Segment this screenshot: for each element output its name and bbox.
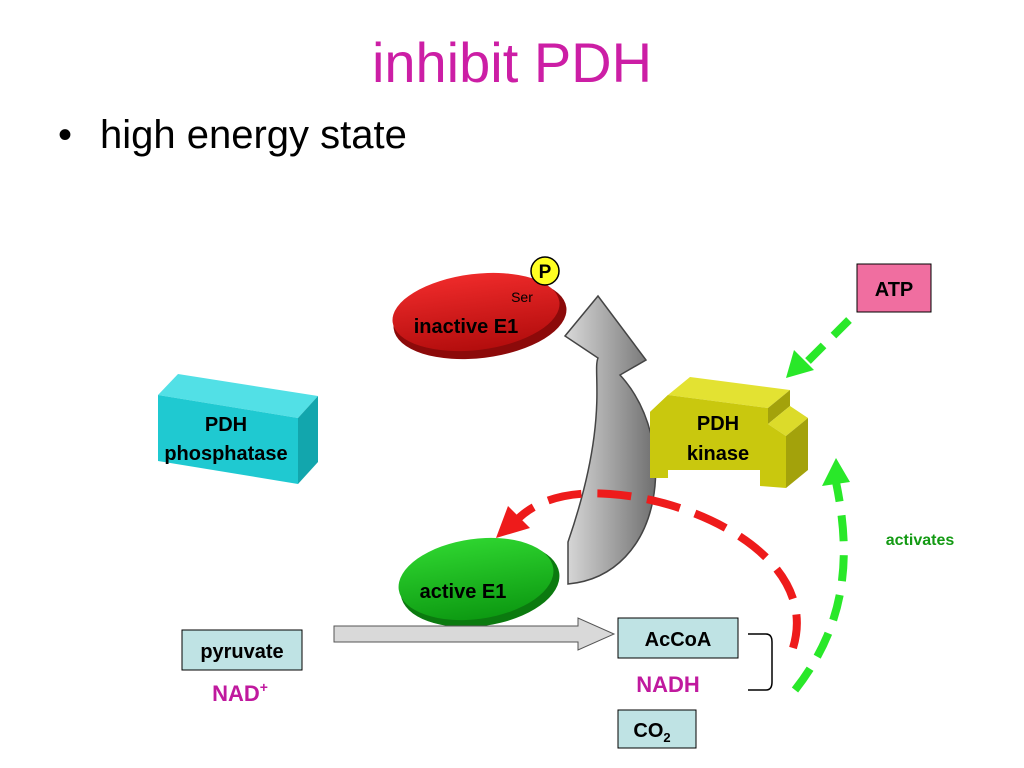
bullet-text: high energy state [100,113,407,157]
atp-arrowhead [786,350,814,378]
atp-label: ATP [875,279,914,301]
accoa-box: AcCoA [617,617,739,659]
ser-label: Ser [511,289,533,305]
bullet-point: • high energy state [58,110,407,160]
pyruvate-box: pyruvate [181,629,303,671]
grouping-bracket [748,633,773,691]
accoa-label: AcCoA [645,629,712,651]
pyruvate-label: pyruvate [200,641,283,663]
pdh-phosphatase: PDH phosphatase [158,374,318,484]
phosphate-label: P [539,262,552,283]
pdh-kinase-label-2: kinase [687,443,749,465]
reaction-arrow [333,617,616,651]
accoa-arrowhead [822,458,850,486]
red-dashed-arrow [512,489,801,650]
red-arrowhead [496,506,530,538]
nadh-label: NADH [636,672,700,697]
phosphate-circle [530,256,560,286]
pdh-kinase: PDH kinase [650,377,808,488]
active-e1-label: active E1 [420,581,507,603]
co2-subscript: 2 [663,730,670,745]
conversion-arrow [563,294,657,585]
pdh-phosphatase-label-2: phosphatase [164,443,287,465]
slide-title: inhibit PDH [371,31,653,94]
co2-text: CO [633,720,663,742]
inactive-e1: inactive E1 Ser P [392,256,567,360]
bullet-marker: • [58,113,73,157]
pdh-phosphatase-label-1: PDH [205,414,247,436]
nad-text: NAD [212,681,260,706]
inactive-e1-label: inactive E1 [414,316,519,338]
pdh-kinase-label-1: PDH [697,413,739,435]
nad-superscript: + [260,679,268,695]
atp-activation-arrow [802,317,852,367]
active-e1: active E1 [398,537,560,628]
co2-box: CO2 [617,709,697,749]
nad-label: NAD+ [212,679,268,706]
atp-box: ATP [856,263,932,313]
activates-label: activates [886,532,955,549]
accoa-activation-arrow [791,481,848,693]
co2-label: CO2 [633,720,670,745]
